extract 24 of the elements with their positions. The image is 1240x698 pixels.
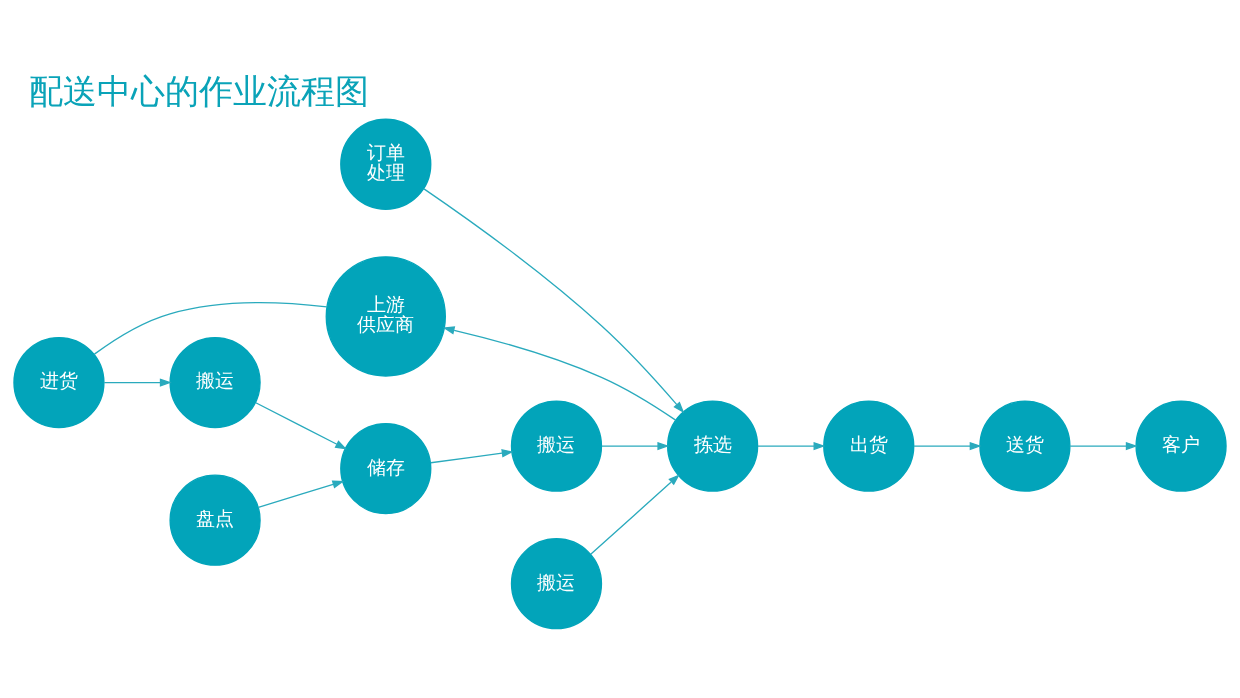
- arrow: [103, 377, 172, 387]
- arrow: [442, 325, 677, 421]
- node-circle: 订单处理: [340, 118, 432, 210]
- node-circle: 搬运: [169, 336, 261, 428]
- connector: [93, 301, 328, 355]
- node-circle: 进货: [13, 336, 105, 428]
- diagram-title: 配送中心的作业流程图: [28, 70, 369, 111]
- arrow: [913, 441, 982, 450]
- arrow: [590, 473, 680, 555]
- arrow: [423, 187, 685, 413]
- node-circle: 上游供应商: [325, 255, 446, 377]
- node-circle: 盘点: [169, 474, 261, 566]
- node-circle: 送货: [979, 399, 1071, 492]
- arrow: [757, 441, 826, 450]
- node-circle: 搬运: [510, 399, 603, 492]
- node-circle: 储存: [340, 422, 432, 514]
- arrow: [430, 448, 514, 463]
- arrow: [255, 401, 348, 449]
- arrow: [1069, 441, 1138, 450]
- node-circle: 出货: [823, 399, 915, 492]
- node-circle: 客户: [1135, 399, 1227, 492]
- arrow: [257, 479, 345, 508]
- arrow: [601, 441, 670, 450]
- node-circle: 搬运: [510, 537, 603, 629]
